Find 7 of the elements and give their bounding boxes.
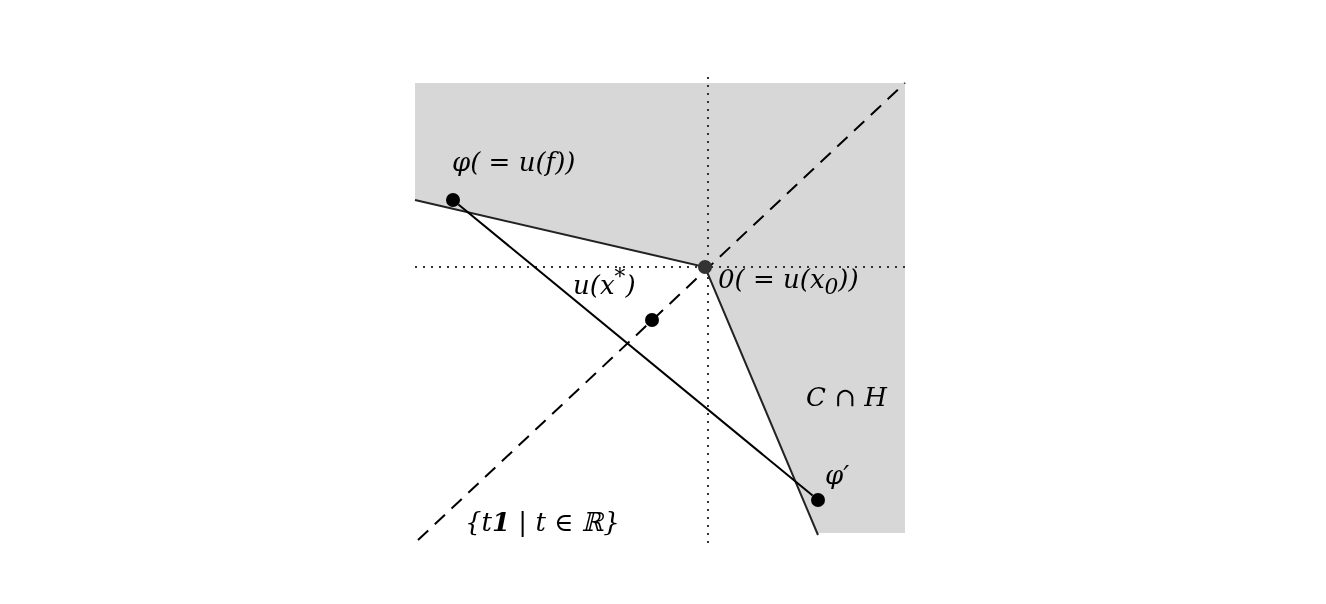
math-label: C ∩ H [806,383,887,412]
point-label: φ( = u(f)) [452,148,576,177]
point-label: 0( = u(x$_{0}$)) [718,265,859,299]
point-label: φ′ [825,461,850,490]
point-label: u(x$^{*}$) [573,265,636,300]
line-segment [457,203,814,497]
math-label: {t1 | t ∈ ℝ} [465,508,620,537]
